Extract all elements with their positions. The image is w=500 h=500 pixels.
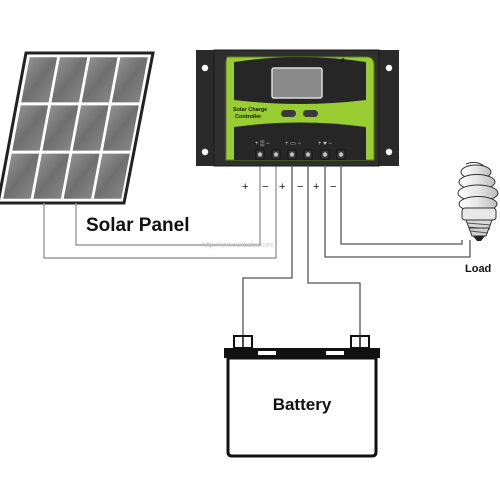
solar-cell [72, 105, 109, 151]
terminal-sign: + [313, 181, 319, 193]
terminal-sign: + [279, 181, 285, 193]
menu-button[interactable] [281, 110, 296, 117]
solar-cell [111, 57, 148, 103]
enter-button[interactable] [303, 110, 318, 117]
terminal-screw-head [257, 152, 263, 157]
load-terminal-icon: + ♥ − [318, 141, 332, 147]
terminal-screw-head [305, 152, 311, 157]
solar-cells [3, 57, 148, 199]
panel-wires [43, 165, 277, 259]
solar-terminal-icon: + ▒ − [255, 140, 270, 147]
controller-label-line2: Controller [235, 114, 262, 120]
lcd-screen [271, 67, 323, 99]
solar-cell [12, 105, 49, 151]
solar-cell [51, 57, 88, 103]
battery-terminal-icon: + ▭ − [285, 141, 302, 147]
controller-label-line1: Solar Charge [233, 107, 267, 113]
charge-controller: Solar Charge Controller + ▒ − + ▭ − + ♥ … [196, 49, 399, 167]
terminal-block [255, 149, 346, 160]
solar-panel-label: Solar Panel [86, 215, 190, 236]
terminal-sign: − [297, 181, 303, 193]
solar-cell [93, 153, 130, 199]
solar-cell [33, 153, 70, 199]
cfl-bulb-icon [457, 161, 499, 241]
terminal-screw-head [273, 152, 279, 157]
solar-cell [21, 57, 58, 103]
battery [224, 335, 380, 458]
battery-wires [242, 165, 361, 336]
solar-panel [0, 51, 155, 205]
solar-cell [63, 153, 100, 199]
right-mounting-flange [377, 50, 399, 166]
load-wires [324, 165, 471, 258]
terminal-sign: − [262, 181, 268, 193]
terminal-screw-head [322, 152, 328, 157]
left-mounting-flange [196, 50, 216, 166]
terminal-sign: + [242, 181, 248, 193]
watermark: http://www.alibaba.com [202, 242, 274, 249]
status-led [341, 58, 345, 62]
load-label: Load [465, 263, 491, 275]
solar-cell [81, 57, 118, 103]
terminal-screw-head [289, 152, 295, 157]
battery-label: Battery [273, 395, 332, 414]
terminal-sign-labels: + − + − + − [242, 181, 336, 193]
terminal-screw-head [338, 152, 344, 157]
solar-cell [42, 105, 79, 151]
terminal-sign: − [330, 181, 336, 193]
solar-cell [102, 105, 139, 151]
solar-cell [3, 153, 40, 199]
